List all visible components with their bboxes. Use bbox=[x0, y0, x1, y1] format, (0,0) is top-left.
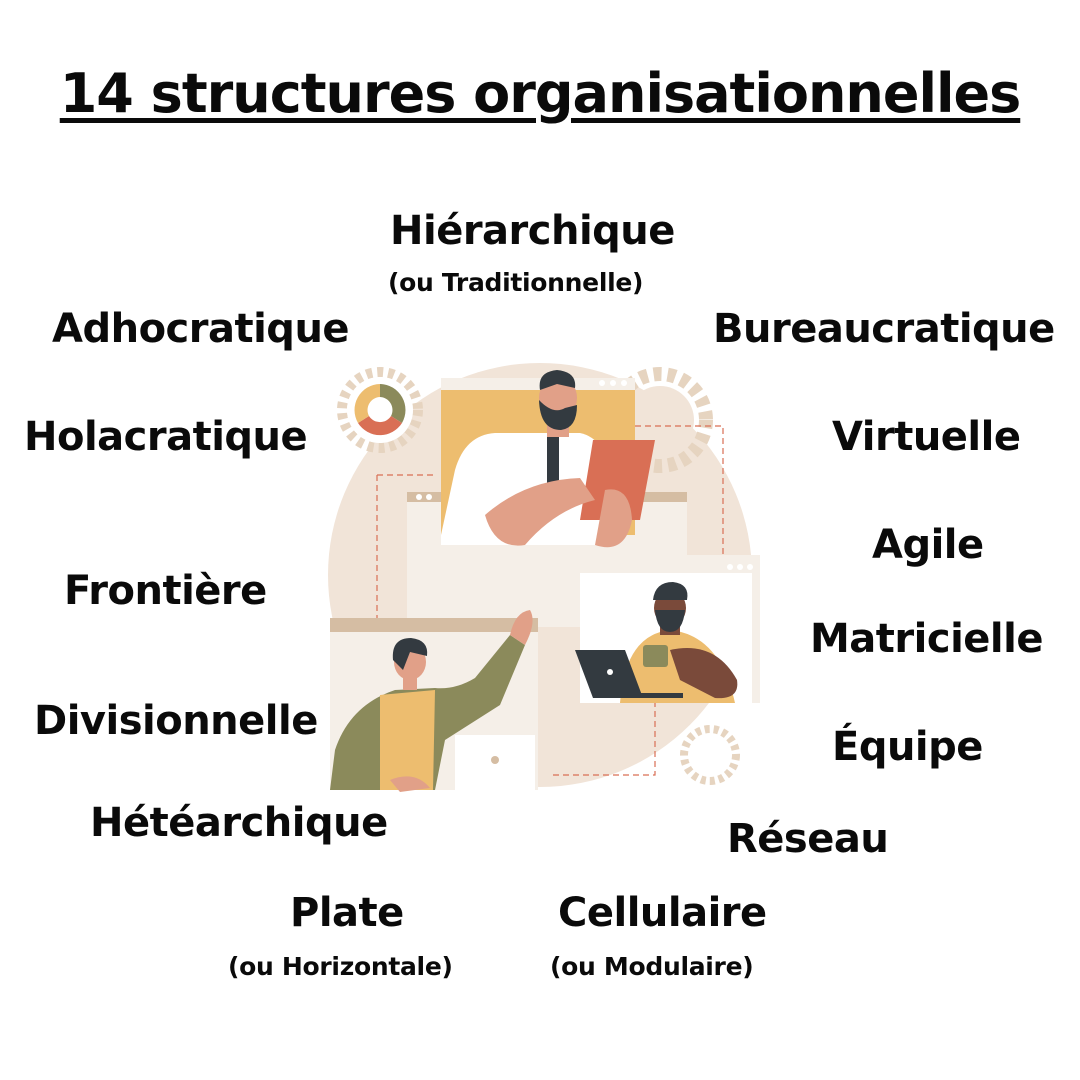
sublabel-cellulaire: (ou Modulaire) bbox=[550, 952, 754, 981]
coffee-cup-icon bbox=[643, 645, 668, 667]
label-adhocratique: Adhocratique bbox=[52, 306, 350, 352]
label-reseau: Réseau bbox=[727, 816, 889, 862]
label-cellulaire: Cellulaire bbox=[558, 890, 767, 936]
gear-icon bbox=[680, 725, 740, 785]
page-title: 14 structures organisationnelles bbox=[0, 62, 1080, 125]
title-text: 14 structures organisationnelles bbox=[59, 62, 1022, 125]
team-illustration bbox=[328, 363, 760, 792]
label-virtuelle: Virtuelle bbox=[832, 414, 1021, 460]
sublabel-hierarchique: (ou Traditionnelle) bbox=[388, 268, 644, 297]
label-heterarchique: Hétéarchique bbox=[90, 800, 388, 846]
sublabel-plate: (ou Horizontale) bbox=[228, 952, 453, 981]
label-matricielle: Matricielle bbox=[810, 616, 1043, 662]
label-equipe: Équipe bbox=[832, 724, 983, 770]
donut-chart-icon bbox=[354, 384, 406, 436]
label-divisionnelle: Divisionnelle bbox=[34, 698, 318, 744]
label-bureaucratique: Bureaucratique bbox=[713, 306, 1055, 352]
label-frontiere: Frontière bbox=[64, 568, 267, 614]
label-agile: Agile bbox=[872, 522, 984, 568]
label-holacratique: Holacratique bbox=[24, 414, 308, 460]
label-plate: Plate bbox=[290, 890, 404, 936]
label-hierarchique: Hiérarchique bbox=[390, 208, 675, 254]
